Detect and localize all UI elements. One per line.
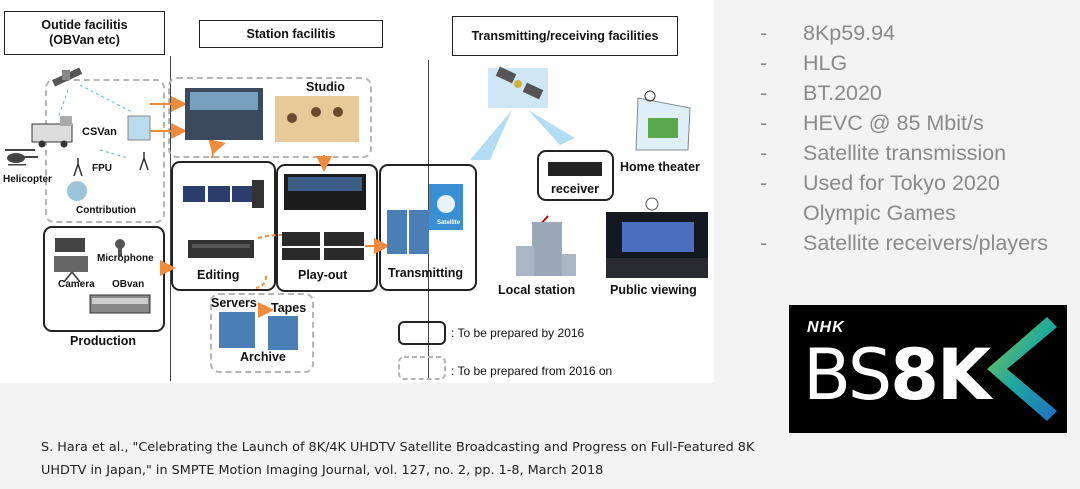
bullet-marker: - bbox=[760, 81, 768, 105]
spec-bullet: - 8Kp59.94 bbox=[760, 18, 1080, 48]
csvan-icon bbox=[31, 116, 73, 148]
bullet-text: HEVC @ 85 Mbit/s bbox=[803, 111, 984, 135]
logo-brand-text: NHK bbox=[807, 319, 845, 336]
label-satellite-tag: Satellite bbox=[437, 220, 461, 226]
label-csvan: CSVan bbox=[82, 126, 117, 138]
transmitting-group bbox=[379, 164, 477, 291]
nhk-bs8k-logo: NHK BS8K bbox=[789, 305, 1067, 433]
archive-server-icon bbox=[219, 312, 298, 350]
header-station-facilities: Station facilitis bbox=[199, 20, 383, 48]
microphone-icon bbox=[115, 239, 125, 256]
cs-satellite-icon bbox=[52, 67, 83, 87]
label-local-station: Local station bbox=[498, 283, 576, 297]
bullet-text: HLG bbox=[803, 51, 848, 75]
spec-bullet-list: - 8Kp59.94 - HLG - BT.2020 - HEVC @ 85 Mbit/… bbox=[760, 18, 1080, 258]
label-editing: Editing bbox=[197, 268, 240, 282]
production-group bbox=[43, 226, 165, 332]
label-transmitting: Transmitting bbox=[388, 266, 464, 280]
spec-bullet: - Satellite receivers/players bbox=[760, 228, 1080, 258]
playout-equipment-icon bbox=[282, 174, 366, 260]
bullet-marker: - bbox=[760, 21, 768, 45]
logo-8k: 8K bbox=[890, 334, 991, 416]
bullet-marker: - bbox=[760, 111, 768, 135]
helicopter-icon bbox=[5, 149, 38, 166]
bullet-text: Used for Tokyo 2020 Olympic Games bbox=[803, 171, 1000, 225]
bullet-marker: - bbox=[760, 231, 768, 255]
receiver-device bbox=[548, 162, 602, 176]
divider-left bbox=[170, 56, 171, 381]
label-contribution: Contribution bbox=[76, 205, 136, 216]
editing-group bbox=[171, 161, 276, 291]
label-archive: Archive bbox=[240, 350, 286, 364]
public-viewing-photo bbox=[606, 197, 708, 278]
label-camera: Camera bbox=[58, 279, 95, 290]
contribution-dish-icon bbox=[67, 181, 87, 201]
label-public-viewing: Public viewing bbox=[610, 283, 697, 297]
receiver-group bbox=[537, 150, 614, 201]
legend-dashed-swatch bbox=[398, 356, 446, 380]
obvan-icon bbox=[89, 294, 151, 314]
label-home-theater: Home theater bbox=[620, 160, 700, 174]
home-theater-icon bbox=[635, 90, 691, 151]
label-receiver: receiver bbox=[551, 182, 599, 196]
legend-solid-swatch bbox=[398, 321, 446, 345]
bullet-text: Satellite receivers/players bbox=[803, 231, 1048, 255]
label-production: Production bbox=[70, 334, 136, 348]
bullet-marker: - bbox=[760, 51, 768, 75]
label-fpu: FPU bbox=[92, 163, 112, 174]
bullet-text: BT.2020 bbox=[803, 81, 882, 105]
uplink-beam bbox=[470, 110, 512, 160]
spec-bullet: - Used for Tokyo 2020 Olympic Games bbox=[760, 168, 1043, 228]
studio-group bbox=[168, 77, 372, 158]
label-playout: Play-out bbox=[298, 268, 348, 282]
contribution-group bbox=[45, 79, 165, 223]
header-transmit-facilities: Transmitting/receiving facilities bbox=[452, 16, 678, 56]
signal-arrows bbox=[150, 96, 390, 318]
header-outside-facilities: Outide facilitis (OBVan etc) bbox=[4, 11, 165, 55]
spec-bullet: - HEVC @ 85 Mbit/s bbox=[760, 108, 1080, 138]
label-servers: Servers bbox=[211, 296, 257, 310]
broadcast-satellite-icon bbox=[488, 66, 548, 108]
diagram: Outide facilitis (OBVan etc) Station fac… bbox=[0, 0, 714, 383]
bullet-marker: - bbox=[760, 171, 768, 195]
fpu-icon bbox=[73, 152, 149, 177]
csvan-photo bbox=[127, 115, 151, 141]
editing-workstation-icon bbox=[183, 180, 264, 258]
camera-icon bbox=[54, 238, 88, 283]
diagram-graphics bbox=[5, 66, 708, 380]
label-studio: Studio bbox=[306, 80, 345, 94]
downlink-beam bbox=[528, 110, 575, 145]
transmitting-rack-icon bbox=[387, 184, 463, 254]
citation-text: S. Hara et al., "Celebrating the Launch … bbox=[41, 440, 755, 478]
logo-chevron-icon bbox=[987, 317, 1057, 421]
label-tapes: Tapes bbox=[271, 301, 307, 315]
bullet-marker: - bbox=[760, 141, 768, 165]
spec-bullet: - Satellite transmission bbox=[760, 138, 1080, 168]
bullet-text: 8Kp59.94 bbox=[803, 21, 896, 45]
archive-group bbox=[210, 293, 314, 373]
spec-bullet: - HLG bbox=[760, 48, 1080, 78]
local-station-building-icon bbox=[516, 222, 576, 276]
logo-main-text: BS8K bbox=[803, 334, 991, 416]
label-helicopter: Helicopter bbox=[3, 174, 52, 185]
logo-bs: BS bbox=[803, 334, 892, 416]
legend-solid-text: : To be prepared by 2016 bbox=[451, 326, 585, 340]
label-obvan: OBvan bbox=[112, 279, 145, 290]
label-microphone: Microphone bbox=[97, 253, 154, 264]
spec-bullet: - BT.2020 bbox=[760, 78, 1080, 108]
legend-dashed-text: : To be prepared from 2016 on bbox=[451, 364, 613, 378]
bullet-text: Satellite transmission bbox=[803, 141, 1007, 165]
